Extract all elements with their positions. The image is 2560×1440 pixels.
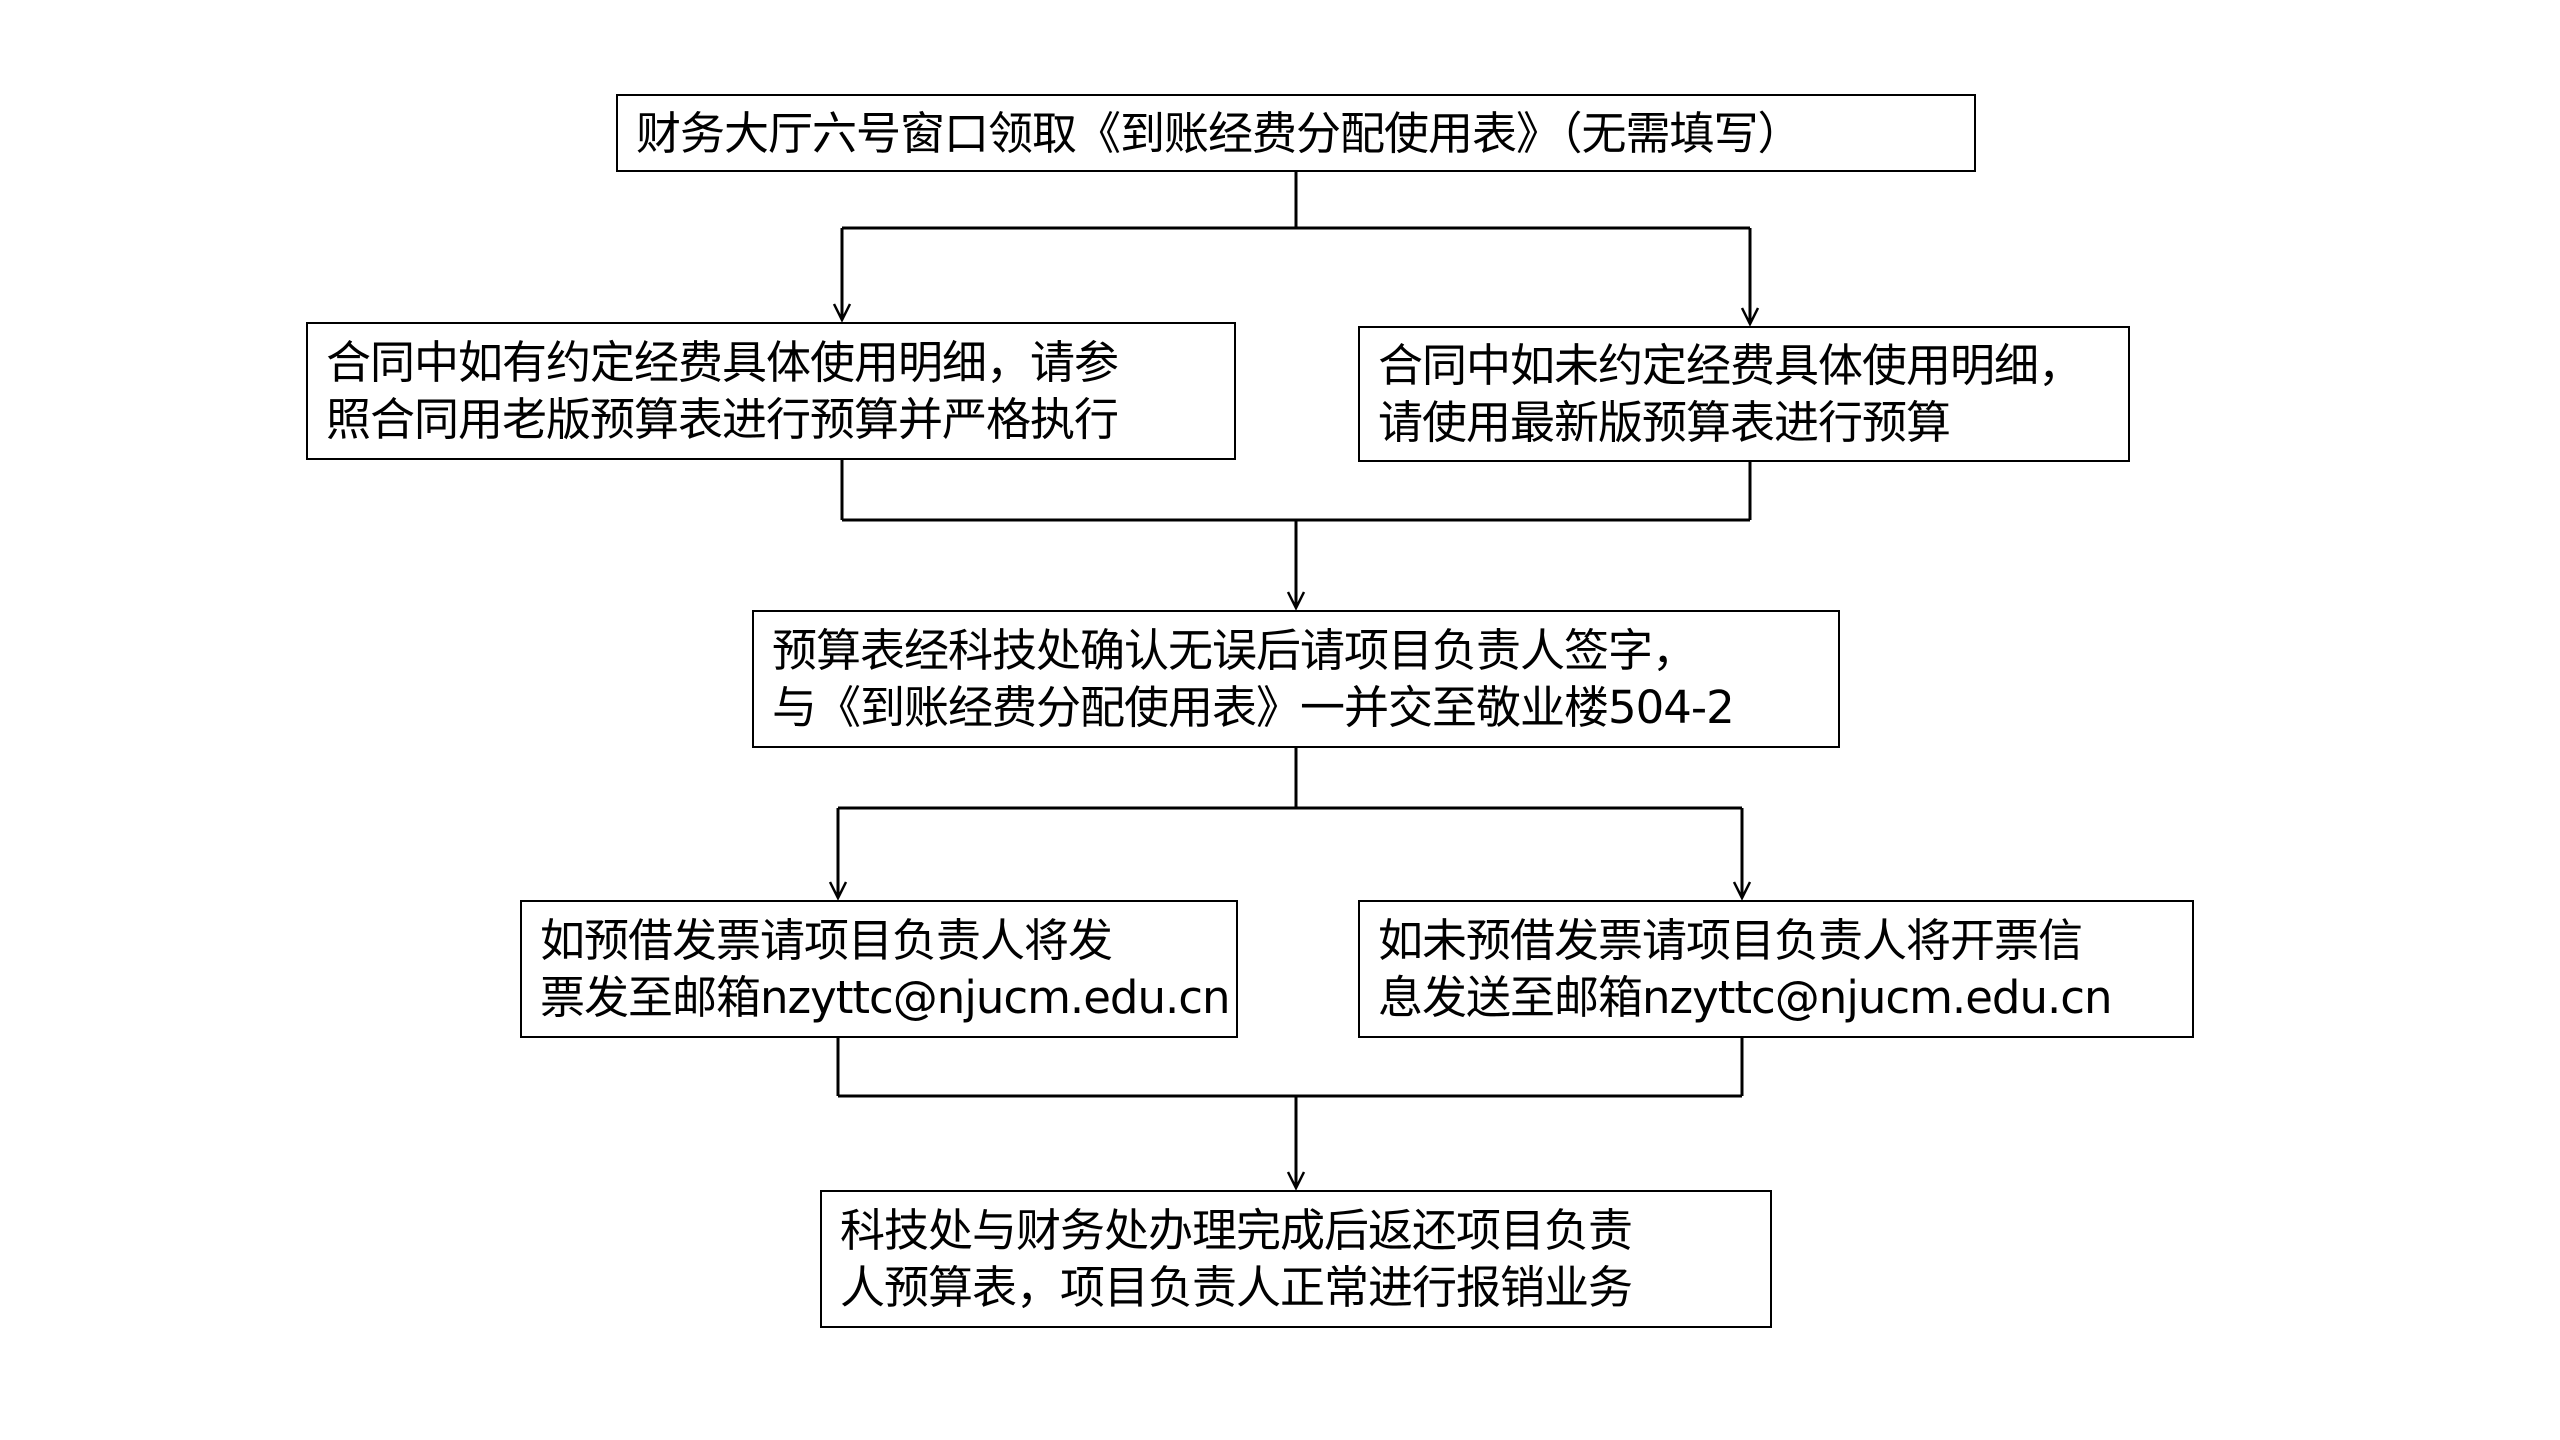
step4-left-text-line-1: 如预借发票请项目负责人将发	[540, 914, 1113, 967]
step4-right-text-line-2: 息发送至邮箱nzyttc@njucm.edu.cn	[1378, 971, 2113, 1024]
step4-right-text-line-1: 如未预借发票请项目负责人将开票信	[1378, 914, 2083, 967]
step5-text-line-1: 科技处与财务处办理完成后返还项目负责	[840, 1204, 1633, 1257]
step2-left-text-line-2: 照合同用老版预算表进行预算并严格执行	[326, 393, 1119, 446]
step1-text-line-1: 财务大厅六号窗口领取《到账经费分配使用表》（无需填写）	[636, 106, 1803, 160]
step4-left-text-line-2: 票发至邮箱nzyttc@njucm.edu.cn	[540, 971, 1231, 1024]
step3-box: 预算表经科技处确认无误后请项目负责人签字， 与《到账经费分配使用表》一并交至敬业…	[752, 610, 1840, 748]
step5-text-line-2: 人预算表，项目负责人正常进行报销业务	[840, 1261, 1633, 1314]
step2-right-text-line-1: 合同中如未约定经费具体使用明细，	[1378, 339, 2083, 392]
step2-left-box: 合同中如有约定经费具体使用明细，请参 照合同用老版预算表进行预算并严格执行	[306, 322, 1236, 460]
step4-right-box: 如未预借发票请项目负责人将开票信 息发送至邮箱nzyttc@njucm.edu.…	[1358, 900, 2194, 1038]
step2-left-text-line-1: 合同中如有约定经费具体使用明细，请参	[326, 336, 1119, 389]
step3-text-line-1: 预算表经科技处确认无误后请项目负责人签字，	[772, 624, 1697, 677]
step2-right-box: 合同中如未约定经费具体使用明细， 请使用最新版预算表进行预算	[1358, 326, 2130, 462]
step3-text-line-2: 与《到账经费分配使用表》一并交至敬业楼504-2	[772, 681, 1735, 734]
step2-right-text-line-2: 请使用最新版预算表进行预算	[1378, 396, 1951, 449]
step1-box: 财务大厅六号窗口领取《到账经费分配使用表》（无需填写）	[616, 94, 1976, 172]
step4-left-box: 如预借发票请项目负责人将发 票发至邮箱nzyttc@njucm.edu.cn	[520, 900, 1238, 1038]
step5-box: 科技处与财务处办理完成后返还项目负责 人预算表，项目负责人正常进行报销业务	[820, 1190, 1772, 1328]
